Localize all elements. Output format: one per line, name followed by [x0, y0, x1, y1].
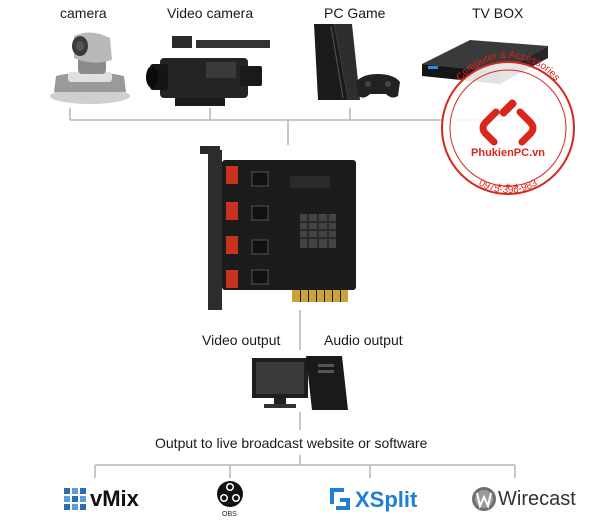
device-label-pc-game: PC Game: [324, 5, 386, 21]
broadcast-caption: Output to live broadcast website or soft…: [155, 435, 428, 451]
watermark-brand: PhukienPC.vn: [471, 147, 545, 159]
software-label-obs: OBS: [222, 511, 237, 518]
device-label-video-camera: Video camera: [167, 5, 254, 21]
software-label-wirecast: Wirecast: [498, 488, 576, 510]
software-label-xsplit: XSplit: [355, 487, 418, 512]
audio-output-label: Audio output: [324, 332, 403, 348]
video-output-label: Video output: [202, 332, 281, 348]
device-label-camera: camera: [60, 5, 107, 21]
device-label-tv-box: TV BOX: [472, 5, 524, 21]
watermark-stars: ★ ★ ★: [496, 182, 519, 190]
software-label-vmix: vMix: [90, 486, 139, 511]
